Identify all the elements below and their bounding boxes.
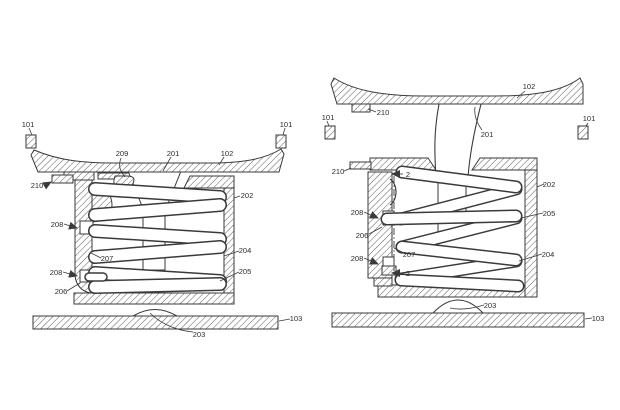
ref-label-206: 206 <box>356 231 369 240</box>
ref-label-208-upper: 208 <box>51 220 64 229</box>
base-plate <box>332 313 584 327</box>
leader-206 <box>67 283 80 291</box>
ref-label-204: 204 <box>239 246 252 255</box>
leader-202 <box>234 196 240 198</box>
figure-left-compressed: 101 209 201 102 101 210 202 208 207 208 … <box>22 120 303 339</box>
housing-top-bar-right <box>184 176 234 188</box>
ref-label-208-lower: 208 <box>50 268 63 277</box>
leader-103 <box>279 319 290 321</box>
ref-label-208-lower: 208 <box>351 254 364 263</box>
coil-spring-compressed <box>95 189 220 287</box>
dome-arc <box>133 310 177 317</box>
housing-right-wall <box>525 168 537 297</box>
ref-label-201: 201 <box>481 130 494 139</box>
ref-label-206: 206 <box>55 287 68 296</box>
corner-block-left <box>26 135 36 148</box>
ref-label-103: 103 <box>592 314 605 323</box>
dome-arc <box>433 300 483 313</box>
ref-label-201: 201 <box>167 149 180 158</box>
retention-tab <box>352 104 370 112</box>
ref-label-101-right: 101 <box>280 120 293 129</box>
housing-top-bar-right <box>472 158 537 170</box>
leader-210 <box>44 182 51 186</box>
retention-tab <box>52 175 73 183</box>
ref-label-102: 102 <box>523 82 536 91</box>
ref-label-210-upper: 210 <box>377 108 390 117</box>
housing-side-tab <box>350 162 371 169</box>
wall-foot <box>374 278 392 286</box>
ref-label-207: 207 <box>403 250 416 259</box>
section-label-2-top: 2 <box>406 170 410 179</box>
ref-label-101-right: 101 <box>583 114 596 123</box>
top-plate <box>331 78 583 104</box>
ref-label-103: 103 <box>290 314 303 323</box>
ref-label-209: 209 <box>116 149 129 158</box>
corner-block-right <box>578 126 588 139</box>
ref-label-204: 204 <box>542 250 555 259</box>
ref-label-203: 203 <box>484 301 497 310</box>
corner-block-left <box>325 126 335 139</box>
ref-label-207: 207 <box>101 254 114 263</box>
ref-label-202: 202 <box>241 191 254 200</box>
ref-label-208-upper: 208 <box>351 208 364 217</box>
ref-label-203: 203 <box>193 330 206 339</box>
ref-label-205: 205 <box>543 209 556 218</box>
figure-right-extended: 102 210 201 101 101 210 2 208 206 207 20… <box>322 78 605 327</box>
housing-bottom <box>74 293 234 304</box>
ref-label-101-left: 101 <box>22 120 35 129</box>
ref-label-102: 102 <box>221 149 234 158</box>
ref-label-210: 210 <box>31 181 44 190</box>
leader-101-left <box>29 128 32 135</box>
ref-label-210-lower: 210 <box>332 167 345 176</box>
section-label-2-bottom: 2 <box>406 269 410 278</box>
ref-label-202: 202 <box>543 180 556 189</box>
ref-label-101-left: 101 <box>322 113 335 122</box>
top-plate <box>31 149 284 172</box>
ref-label-205: 205 <box>239 267 252 276</box>
corner-block-right <box>276 135 286 148</box>
leader-101-right <box>283 128 285 135</box>
